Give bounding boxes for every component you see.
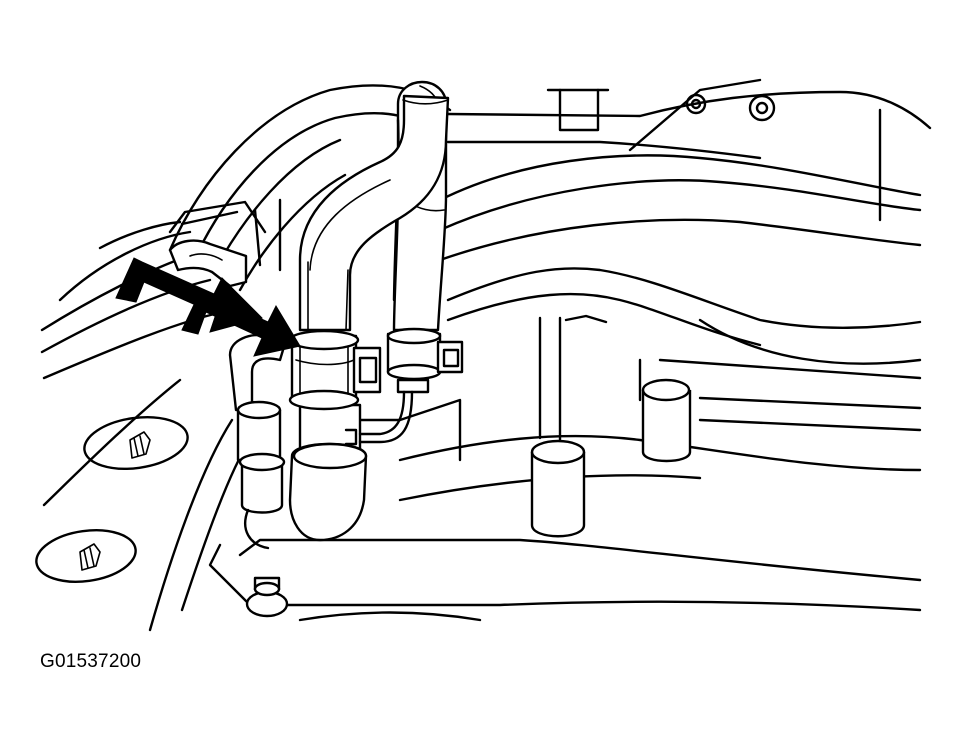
mounting-bolt <box>245 576 289 618</box>
lower-manifold-body <box>208 398 922 622</box>
callout-arrow-lower <box>181 291 301 357</box>
mounting-post-rear <box>641 378 692 463</box>
figure-id-label: G01537200 <box>40 651 142 672</box>
hose-clamp-right <box>358 327 464 444</box>
hose-fitting-lower <box>288 403 368 542</box>
intake-manifold-runners <box>438 154 922 470</box>
main-hose <box>298 94 450 332</box>
breather-pipe <box>228 333 288 550</box>
left-cover-assembly <box>35 220 252 632</box>
hose-bracket-left <box>168 239 248 288</box>
hose-clamp-main <box>288 329 382 411</box>
mounting-post-front <box>530 439 586 538</box>
upper-rail-assembly <box>168 78 932 292</box>
